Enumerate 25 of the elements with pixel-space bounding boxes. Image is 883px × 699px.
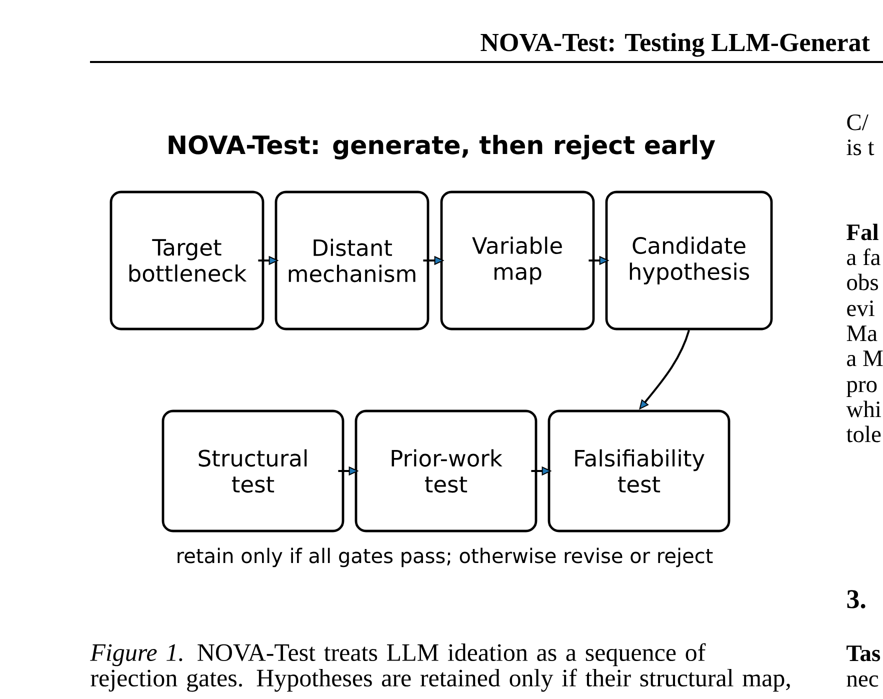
body-text: is t — [846, 139, 874, 156]
body-text: whi — [846, 400, 881, 418]
body-text: tole — [846, 426, 881, 442]
figure-caption: Figure 1. NOVA-Test treats LLM ideation as a sequence of rejection gates. Hypotheses are retained only if their structural map, — [90, 643, 790, 692]
diagram-title: NOVA-Test: generate, then reject early — [168, 134, 716, 160]
body-text: a fa — [847, 248, 880, 266]
process-box: Candidate hypothesis — [605, 190, 773, 330]
running-header: NOVA-Test: Testing LLM-Generat — [480, 32, 870, 57]
section-heading: 3. — [847, 590, 866, 608]
gate-note: retain only if all gates pass; otherwise revise or reject — [178, 548, 713, 568]
body-text: obs — [847, 274, 878, 290]
process-box: Prior-work test — [354, 410, 538, 532]
body-text: Ma — [846, 326, 878, 342]
body-text: nec — [846, 675, 878, 687]
process-box: Structural test — [162, 410, 344, 532]
paragraph-heading: Tas — [846, 646, 880, 662]
body-text: evi — [847, 300, 874, 316]
process-box: Target bottleneck — [110, 190, 264, 330]
paragraph-heading: Fal — [846, 224, 878, 240]
process-box: Falsifiability test — [548, 410, 730, 532]
body-text: pro — [846, 380, 877, 397]
process-box: Distant mechanism — [274, 190, 430, 330]
body-text: a M — [847, 350, 883, 366]
body-text: C/ — [847, 114, 868, 130]
process-box: Variable map — [440, 190, 595, 330]
